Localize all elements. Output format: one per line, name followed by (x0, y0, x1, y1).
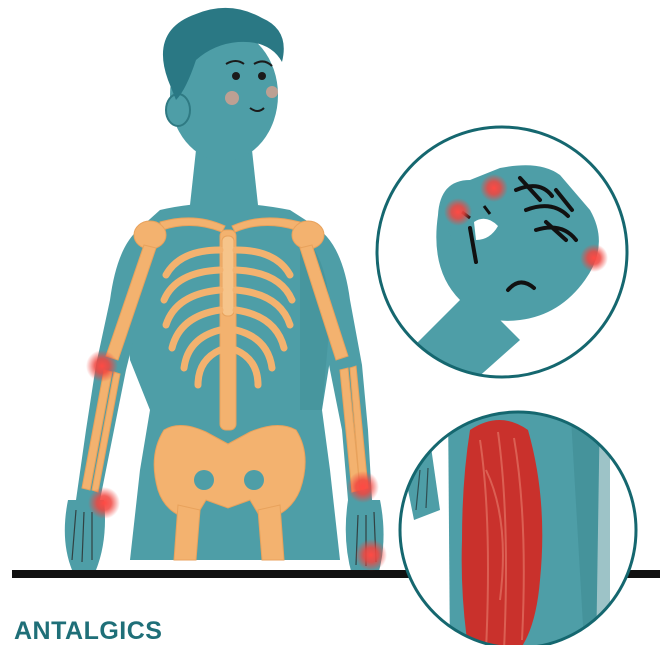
pain-point-wrist-left (88, 487, 120, 519)
eye-left (232, 72, 240, 80)
ear (166, 94, 190, 126)
eye-right (258, 72, 266, 80)
cheek-left (225, 91, 239, 105)
pain-point-knuckle-1 (444, 198, 472, 226)
pain-point-wrist-right (347, 471, 379, 503)
pain-point-knuckle-3 (580, 244, 608, 272)
thigh-muscle-inset (400, 400, 636, 645)
page-title: ANTALGICS (14, 618, 162, 645)
pain-point-fingers (355, 539, 387, 571)
pain-point-knuckle-2 (480, 174, 508, 202)
hand-joints-inset (377, 127, 627, 420)
cheek-right (266, 86, 278, 98)
pain-point-elbow (86, 350, 118, 382)
head (163, 8, 284, 161)
